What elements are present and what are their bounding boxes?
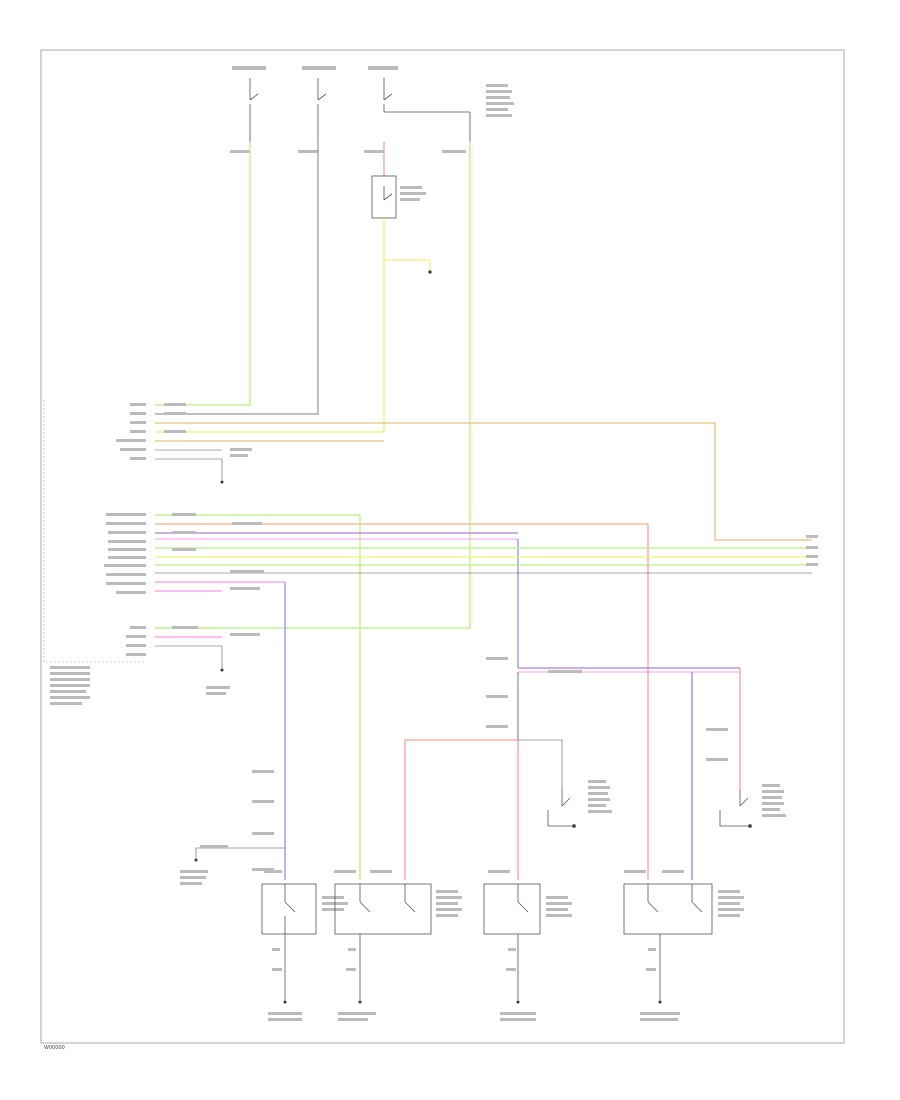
- fuse-feed-3: [383, 78, 471, 142]
- side-ground: [180, 770, 285, 885]
- connector-block-2: [155, 514, 812, 880]
- switch-module-2: [334, 883, 462, 1021]
- footer-code: W00000: [44, 1045, 65, 1051]
- door-switch-1: [547, 790, 576, 828]
- fuse-feed-1: [249, 78, 259, 142]
- branch-pink: [404, 739, 563, 880]
- door-switch-2-label: [762, 784, 786, 817]
- relay: [371, 175, 426, 219]
- top-labels: [230, 66, 514, 153]
- diagram-frame: [40, 49, 845, 1044]
- connector-labels-1: [116, 403, 252, 460]
- branch-purple: [517, 667, 741, 880]
- connector-labels-3: [50, 626, 260, 705]
- switch-module-3: [483, 883, 572, 1021]
- module-pin-labels: [264, 870, 684, 971]
- wire-gray-1: [155, 142, 319, 415]
- connector-labels-2: [104, 513, 818, 594]
- wire-yellow-2: [155, 260, 385, 433]
- switch-module-1: [261, 883, 348, 1021]
- wire-green-1: [155, 142, 251, 406]
- fuse-feed-2: [317, 78, 327, 142]
- wire-yellow-relay: [383, 218, 431, 270]
- wire-green-2: [155, 142, 471, 629]
- ground-point-1: [428, 270, 432, 274]
- module-boundary: [43, 400, 146, 663]
- connector-block-1: [155, 422, 812, 541]
- switch-module-4: [623, 883, 744, 1021]
- connector-block-3: [155, 627, 224, 672]
- branch-labels: [486, 657, 728, 761]
- door-switch-1-label: [588, 780, 612, 813]
- door-switch-2: [719, 790, 752, 828]
